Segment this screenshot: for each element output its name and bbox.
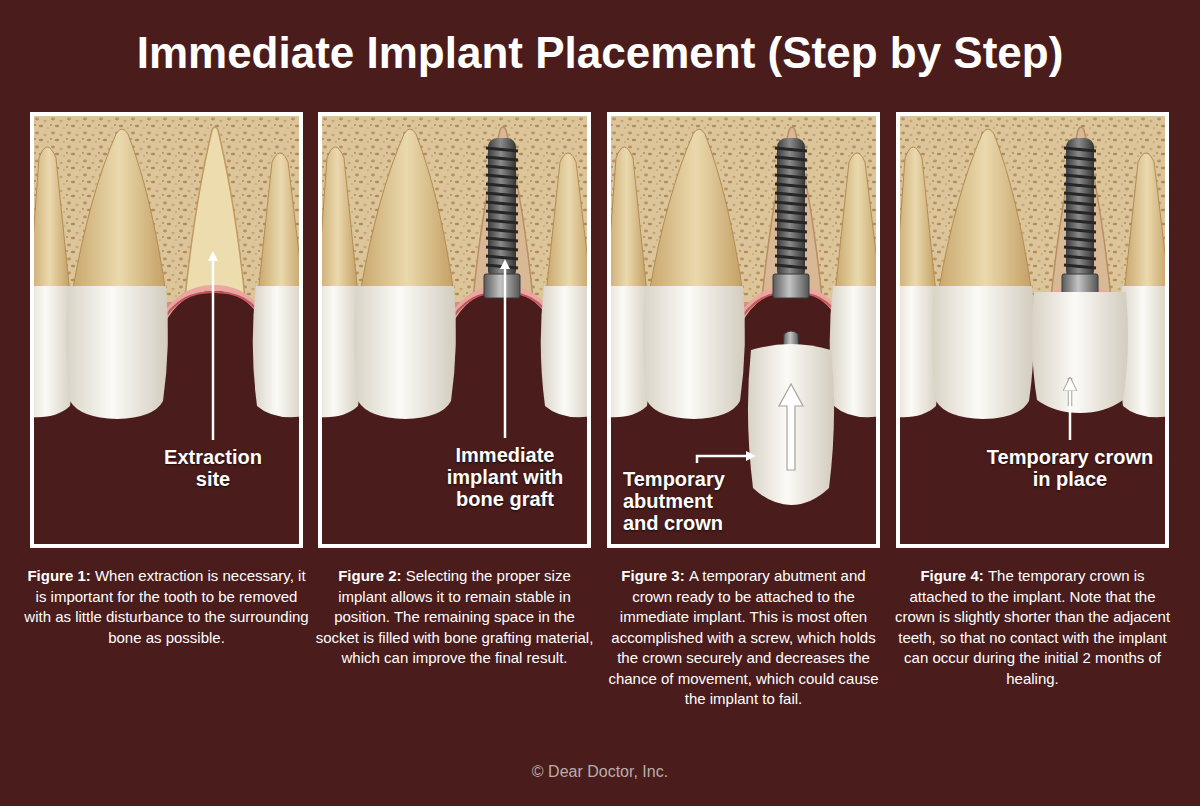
panel-4-art (900, 116, 1165, 544)
callout-label: Temporary crown in place (986, 446, 1154, 490)
leader-line (1069, 384, 1072, 440)
caption-text: The temporary crown is attached to the i… (895, 567, 1170, 687)
diagram-title: Immediate Implant Placement (Step by Ste… (0, 26, 1200, 80)
leader-line (212, 256, 215, 440)
up-arrow (779, 384, 803, 470)
callout-label: Temporary abutment and crown (623, 468, 743, 534)
figure-panel: Extraction siteFigure 1:When extraction … (30, 112, 303, 548)
panel-1-art (34, 116, 299, 544)
figure-number: Figure 3: (621, 567, 684, 584)
leader-line (504, 264, 507, 438)
leader-line (697, 456, 751, 463)
panel-3-art (611, 116, 876, 544)
figure-panel: Temporary abutment and crownFigure 3:A t… (607, 112, 880, 548)
temporary-crown (1032, 292, 1128, 413)
panel-2-art (322, 116, 587, 544)
figure-caption: Figure 4:The temporary crown is attached… (890, 566, 1175, 689)
figure-number: Figure 1: (27, 567, 90, 584)
figure-caption: Figure 2:Selecting the proper size impla… (312, 566, 597, 669)
callout-label: Extraction site (152, 446, 274, 490)
copyright-note: © Dear Doctor, Inc. (0, 762, 1200, 782)
figure-panel: Immediate implant with bone graftFigure … (318, 112, 591, 548)
figure-panel: Temporary crown in placeFigure 4:The tem… (896, 112, 1169, 548)
figure-caption: Figure 1:When extraction is necessary, i… (24, 566, 309, 648)
figure-number: Figure 2: (338, 567, 401, 584)
figure-number: Figure 4: (920, 567, 983, 584)
figure-caption: Figure 3:A temporary abutment and crown … (601, 566, 886, 710)
caption-text: A temporary abutment and crown ready to … (608, 567, 878, 707)
callout-label: Immediate implant with bone graft (434, 444, 576, 510)
temporary-crown (748, 344, 834, 505)
